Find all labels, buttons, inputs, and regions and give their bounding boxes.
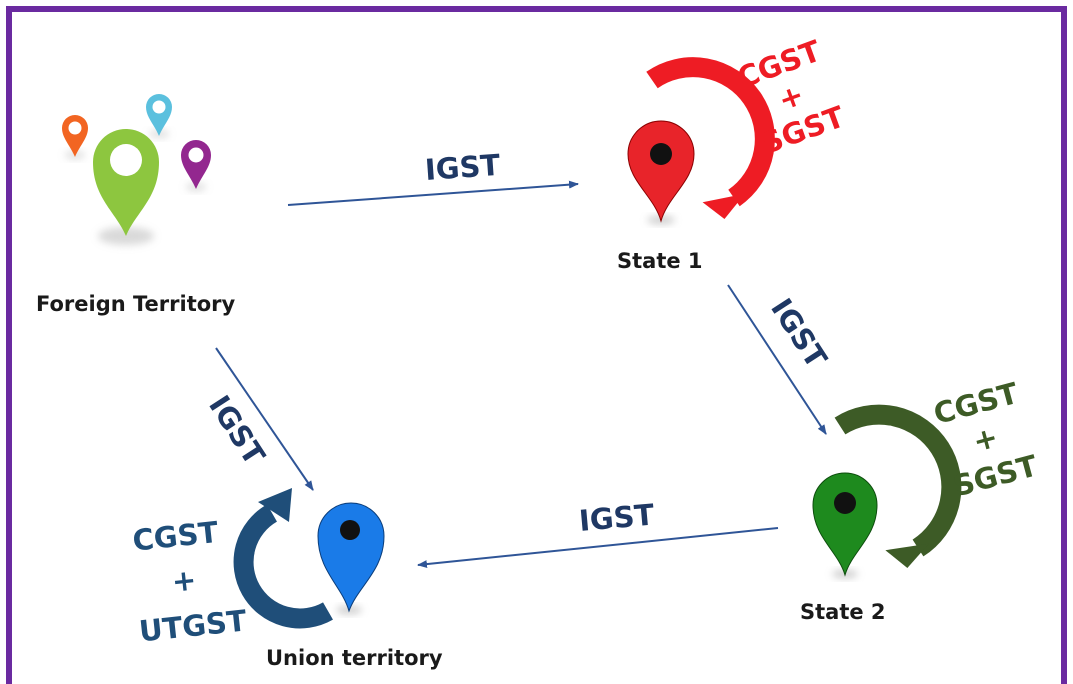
red-pin-icon [627,120,695,223]
union-tax-label: CGST + UTGST [131,515,248,649]
svg-text:UTGST: UTGST [137,603,248,648]
union-cycle-arrow [233,504,333,629]
purple-pin-icon [181,140,211,189]
svg-text:SGST: SGST [950,448,1041,503]
edge-label-state1-state2: IGST [764,292,834,374]
foreign-territory-pins [62,94,211,245]
union-node: CGST + UTGST [131,488,385,649]
state2-cycle-arrowhead [885,543,929,569]
svg-text:+: + [969,420,1001,459]
arrow-line [727,284,827,435]
edge-label-foreign-state1: IGST [424,148,502,187]
edge-foreign-to-state1: IGST [287,148,579,206]
arrow-line [417,527,779,569]
foreign-territory-label: Foreign Territory [36,292,236,316]
green-pin-icon [812,472,878,577]
state1-cycle-arrowhead [702,193,745,220]
svg-text:CGST: CGST [930,376,1022,431]
edge-state1-to-state2: IGST [727,284,834,435]
state2-node: CGST + SGST [812,376,1041,578]
state1-node: CGST + SGST [627,34,849,224]
state1-cycle-arrow [646,57,775,207]
state1-label: State 1 [617,249,703,273]
edge-label-state2-union: IGST [578,498,656,538]
cyan-pin-icon [146,94,172,136]
union-cycle-arrowhead [258,488,292,522]
svg-text:+: + [170,562,198,598]
green-pin-icon [93,129,159,236]
union-territory-label: Union territory [266,646,443,670]
arrow-line [215,347,314,491]
edge-state2-to-union: IGST [417,498,779,569]
state2-cycle-arrow [834,404,962,557]
orange-pin-icon [62,115,88,157]
edge-label-foreign-union: IGST [202,389,272,471]
svg-text:CGST: CGST [131,515,220,558]
edge-foreign-to-union: IGST [202,347,314,491]
state2-label: State 2 [800,600,886,624]
diagram-frame [6,6,1067,684]
blue-pin-icon [317,502,385,613]
arrow-line [287,180,579,206]
